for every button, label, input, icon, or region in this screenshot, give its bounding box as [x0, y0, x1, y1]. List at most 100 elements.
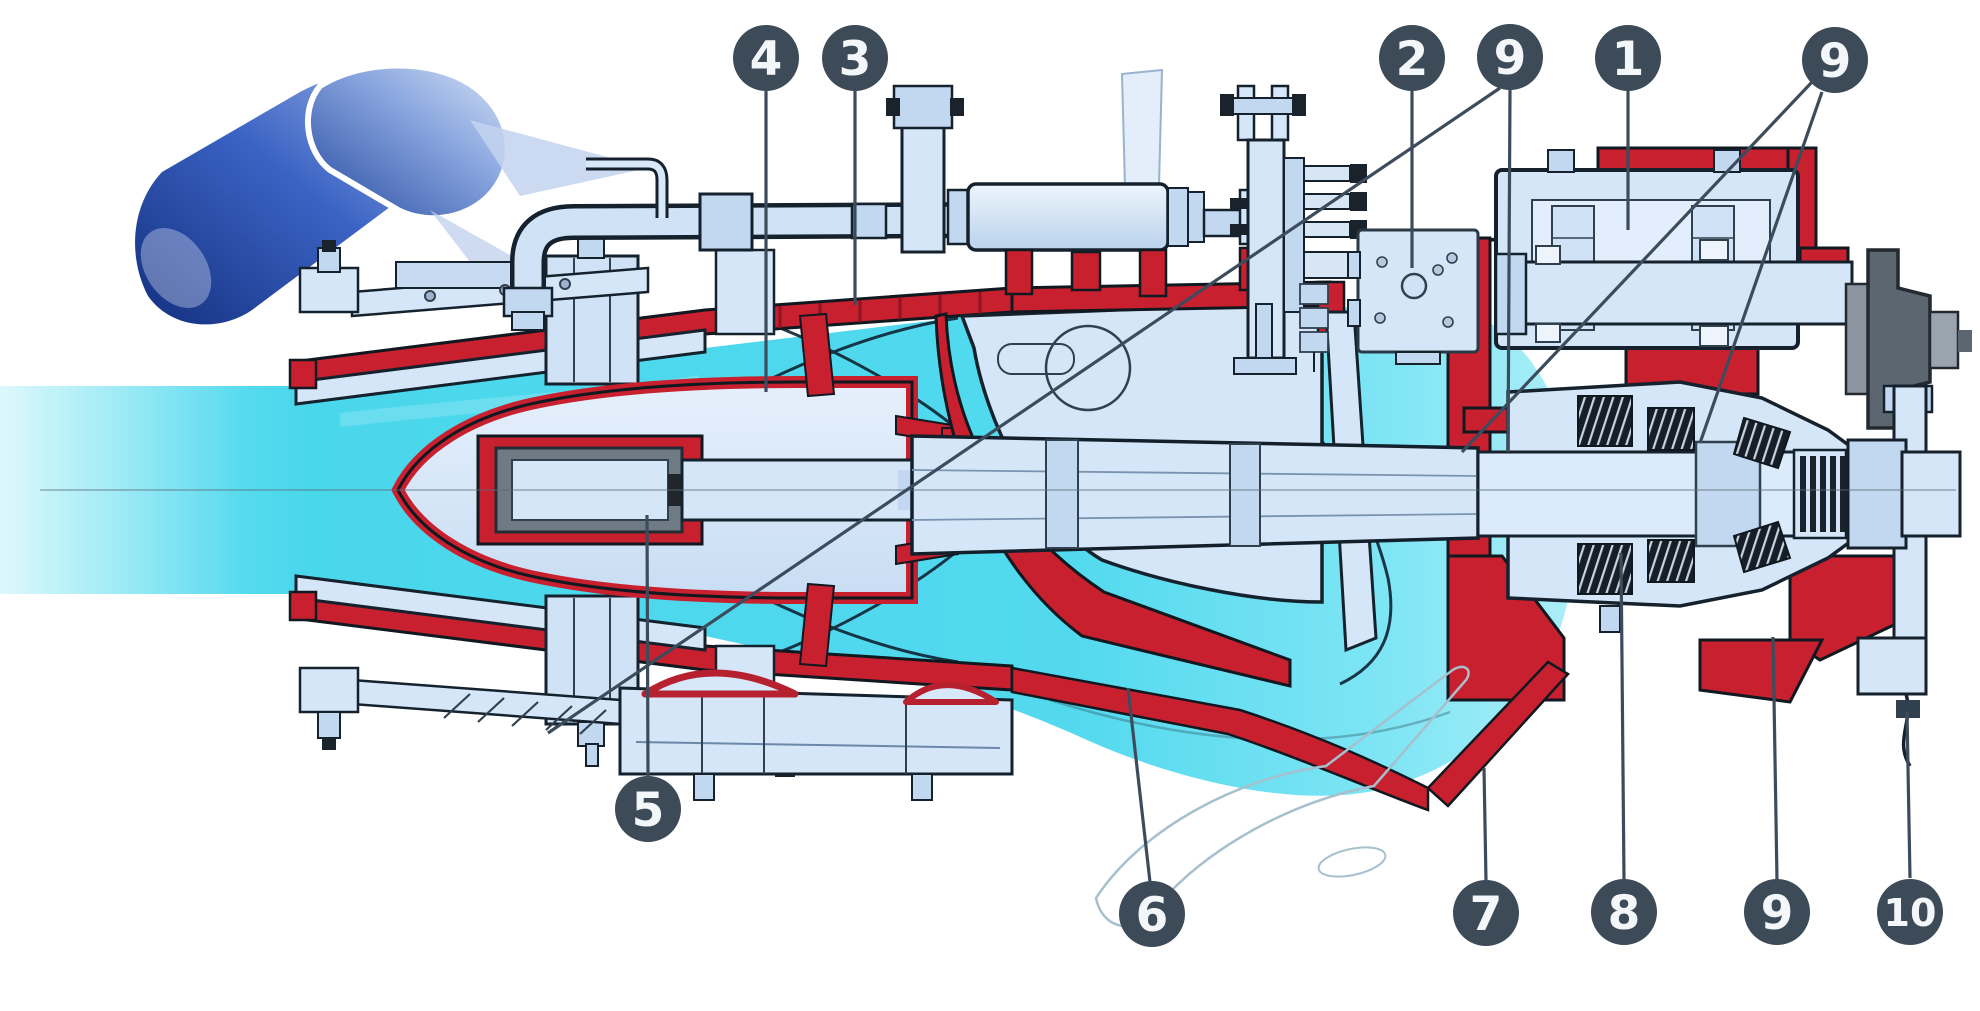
intake-lip-cut — [1010, 666, 1430, 812]
callout-3: 3 — [822, 25, 888, 91]
callout-9b-label: 9 — [1761, 886, 1794, 941]
gearbox — [1494, 149, 1854, 350]
frame-lightening-hole — [1044, 324, 1132, 412]
bucket-highlight — [140, 228, 212, 308]
input-shaft — [1518, 260, 1854, 326]
nozzle-rim-lower — [288, 590, 318, 622]
transom-bracket — [1856, 384, 1934, 767]
callout-6: 6 — [1119, 881, 1185, 947]
leader-9b-long — [1460, 80, 1814, 454]
callout-2-label: 2 — [1396, 32, 1429, 87]
callout-9tl-circle — [1477, 24, 1543, 90]
callout-9tr-label: 9 — [1819, 34, 1852, 89]
callout-5-circle — [615, 776, 681, 842]
steering-deflector-bucket — [135, 62, 648, 325]
callout-4-circle — [733, 25, 799, 91]
callout-7: 7 — [1453, 880, 1519, 946]
small-pipe-body — [586, 160, 666, 218]
callout-2-circle — [1379, 25, 1445, 91]
intake-rear-lip-cut — [1426, 660, 1570, 808]
leader-9b-short — [1698, 91, 1824, 444]
callout-4: 4 — [733, 25, 799, 91]
stator-vane-cut-lower — [798, 582, 836, 668]
callout-9tl-label: 9 — [1494, 31, 1527, 86]
callout-10: 10 — [1877, 879, 1943, 945]
nozzle-casing — [288, 213, 1014, 777]
callout-9-top-right: 9 — [1802, 27, 1868, 93]
callout-6-label: 6 — [1136, 888, 1169, 943]
leader-9c — [1771, 636, 1779, 881]
hydraulic-piping — [502, 157, 987, 331]
steering-cylinder-body — [966, 182, 1170, 252]
output-coupling-hub — [1846, 438, 1908, 550]
callout-9tr-circle — [1802, 27, 1868, 93]
linkage-base-pad — [1233, 357, 1297, 375]
callout-1-circle — [1595, 25, 1661, 91]
steering-linkage-plates-top — [298, 240, 650, 318]
bearing-elements — [1577, 395, 1792, 595]
input-shaft-cap — [1494, 252, 1528, 336]
output-coupling-flange — [1900, 450, 1962, 538]
callout-8-circle — [1591, 879, 1657, 945]
callout-5-label: 5 — [632, 783, 665, 838]
callout-5: 5 — [615, 776, 681, 842]
leader-6 — [1126, 687, 1152, 883]
linkage-rod — [1255, 303, 1273, 361]
leader-10 — [1905, 711, 1912, 879]
callout-9-top-left: 9 — [1477, 24, 1543, 90]
intake-duct-bottom — [618, 669, 1014, 801]
leader-7 — [1482, 767, 1488, 882]
pipe-union-nut — [850, 202, 888, 240]
leader-9-diagonal — [547, 86, 1501, 735]
leader-8 — [1619, 552, 1626, 881]
callout-8-label: 8 — [1608, 886, 1641, 941]
water-fade — [1390, 656, 1580, 812]
leader-9-vertical — [1506, 89, 1512, 453]
pipe-body — [514, 206, 987, 304]
input-bearing — [1699, 239, 1729, 261]
pipe-fitting-base — [511, 311, 545, 331]
input-coupling-flange — [1844, 248, 1972, 430]
valve-stack — [1299, 283, 1329, 372]
coupling-flange-body — [1866, 248, 1932, 430]
callout-1-label: 1 — [1612, 32, 1645, 87]
callout-9-bottom: 9 — [1744, 879, 1810, 945]
anode-outline — [1317, 846, 1387, 878]
main-shaft-housing — [910, 434, 1480, 556]
intake-fin-cut — [641, 669, 799, 698]
callout-10-circle — [1877, 879, 1943, 945]
nozzle-rim-upper — [288, 358, 318, 390]
hydraulic-pump — [1347, 228, 1480, 365]
stator-vane-cut-upper — [798, 312, 836, 398]
cylinder-mount-cut — [1004, 248, 1034, 296]
reversing-linkage — [1220, 84, 1378, 375]
callout-2: 2 — [1379, 25, 1445, 91]
callout-10-label: 10 — [1884, 891, 1937, 935]
bucket-fin-upper — [470, 120, 648, 196]
cylinder-mount-cut — [1138, 248, 1168, 298]
cylinder-mount-arm — [900, 110, 946, 254]
linkage-clevis-pin — [1225, 97, 1299, 115]
callout-6-circle — [1119, 881, 1185, 947]
cylinder-mount-cut-left — [1070, 250, 1102, 292]
input-bearing — [1699, 325, 1729, 347]
pump-shaft-boss — [1400, 272, 1428, 300]
bracket-foot — [1856, 636, 1928, 696]
mount-arm-clevis — [892, 84, 954, 130]
callout-7-label: 7 — [1470, 887, 1503, 942]
intake-fin-cut-small — [903, 682, 999, 705]
callout-8: 8 — [1591, 879, 1657, 945]
thrust-bearing-unit — [1476, 380, 1962, 633]
intake-louvers — [443, 693, 607, 735]
leader-lines — [547, 80, 1912, 883]
callout-7-circle — [1453, 880, 1519, 946]
shaft-coupling-ring — [1045, 439, 1079, 549]
cylinder-gland — [1167, 187, 1189, 247]
intake-bottom-plate — [618, 686, 1014, 776]
bucket-dome — [305, 62, 511, 222]
leader-5 — [645, 514, 650, 778]
shaft-coupling-ring-2 — [1229, 443, 1261, 547]
callout-1: 1 — [1595, 25, 1661, 91]
